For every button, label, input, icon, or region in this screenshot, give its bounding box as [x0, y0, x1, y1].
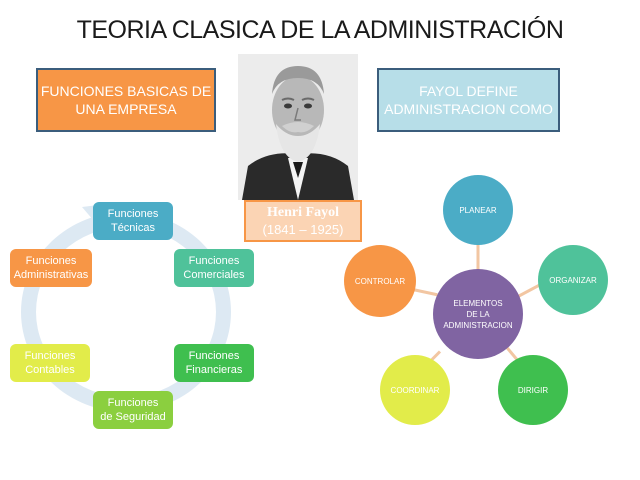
- function-line1: Funciones: [107, 397, 159, 409]
- function-line2: Financieras: [185, 364, 243, 376]
- function-line2: Contables: [25, 364, 75, 376]
- element-coordinar: COORDINAR: [380, 355, 450, 425]
- function-line1: Funciones: [25, 255, 77, 267]
- function-line2: Administrativas: [13, 269, 89, 281]
- page-title: TEORIA CLASICA DE LA ADMINISTRACIÓN: [76, 16, 564, 44]
- center-line3: ADMINISTRACION: [443, 320, 513, 330]
- function-line2: Comerciales: [183, 269, 245, 281]
- function-line1: Funciones: [24, 350, 76, 362]
- fayol-name-box: Henri Fayol (1841 – 1925): [244, 200, 362, 242]
- element-organizar: ORGANIZAR: [538, 245, 608, 315]
- center-elements-circle: ELEMENTOS DE LA ADMINISTRACION: [433, 269, 523, 359]
- function-line2: Técnicas: [110, 222, 155, 234]
- functions-cycle-ring: [21, 212, 231, 412]
- element-dirigir: DIRIGIR: [498, 355, 568, 425]
- fayol-years: (1841 – 1925): [262, 222, 344, 237]
- center-line1: ELEMENTOS: [453, 298, 503, 308]
- function-line1: Funciones: [188, 350, 240, 362]
- fayol-name: Henri Fayol: [267, 205, 339, 220]
- fayol-defines-header-line1: FAYOL DEFINE: [419, 83, 518, 99]
- function-line1: Funciones: [107, 208, 159, 220]
- function-line1: Funciones: [188, 255, 240, 267]
- element-planear: PLANEAR: [443, 175, 513, 245]
- basic-functions-header-line2: UNA EMPRESA: [75, 101, 177, 117]
- fayol-defines-header-line2: ADMINISTRACION COMO: [384, 101, 553, 117]
- function-line2: de Seguridad: [100, 411, 166, 423]
- center-line2: DE LA: [466, 309, 490, 319]
- function-box-seguridad: Funciones de Seguridad: [93, 391, 173, 429]
- henri-fayol-portrait: [238, 54, 358, 200]
- fayol-defines-header: FAYOL DEFINE ADMINISTRACION COMO: [377, 68, 560, 132]
- element-controlar: CONTROLAR: [344, 245, 416, 317]
- basic-functions-header-line1: FUNCIONES BASICAS DE: [40, 83, 212, 99]
- basic-functions-header: FUNCIONES BASICAS DE UNA EMPRESA: [36, 68, 216, 132]
